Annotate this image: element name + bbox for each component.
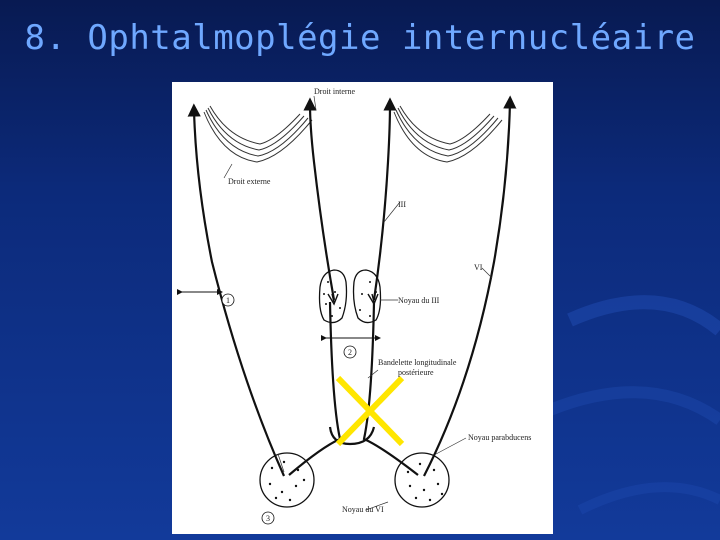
label-nerf-vi: VI (474, 263, 483, 272)
label-noyau-iii: Noyau du III (398, 296, 440, 305)
lesion-x-mark (335, 375, 405, 447)
label-noyau-parabducens: Noyau parabducens (468, 433, 531, 442)
background-decoration (547, 295, 720, 515)
scale-arrows (177, 289, 381, 341)
diagram-figure: Droit interne Droit externe III VI Noyau… (172, 82, 553, 534)
marker-3: 3 (261, 511, 275, 525)
diagram-svg: Droit interne Droit externe III VI Noyau… (177, 87, 531, 525)
svg-text:3: 3 (266, 514, 270, 523)
label-droit-interne: Droit interne (314, 87, 356, 96)
noyau-iii-dots (323, 281, 377, 317)
svg-text:2: 2 (348, 348, 352, 357)
right-eye-muscles (393, 105, 503, 163)
marker-1: 1 (221, 293, 235, 307)
nerve-pathways (187, 95, 517, 477)
nucleus-arrows (327, 293, 379, 306)
svg-text:1: 1 (226, 296, 230, 305)
marker-2: 2 (343, 345, 357, 359)
noyau-vi-right (394, 452, 450, 508)
leader-lines (223, 95, 493, 511)
slide-title: 8. Ophtalmoplégie internucléaire (24, 18, 696, 58)
label-nerf-iii: III (398, 200, 406, 209)
label-noyau-vi: Noyau du VI (342, 505, 384, 514)
noyau-vi-dots (268, 460, 444, 502)
label-blp-line1: Bandelette longitudinale (378, 358, 457, 367)
left-eye-muscles (203, 105, 313, 163)
label-blp-line2: postérieure (398, 368, 434, 377)
label-droit-externe: Droit externe (228, 177, 271, 186)
